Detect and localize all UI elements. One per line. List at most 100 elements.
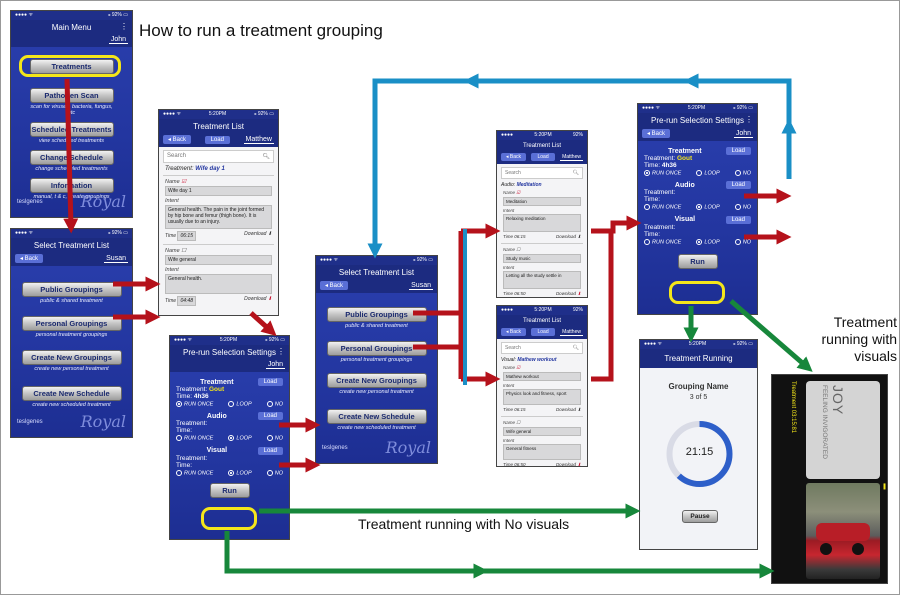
battery-icon: ⁎ 92% ▭ xyxy=(107,12,128,18)
name-field[interactable]: Meditation xyxy=(503,197,581,206)
search-input[interactable]: Search🔍︎ xyxy=(501,167,583,179)
search-icon: 🔍︎ xyxy=(572,345,579,351)
load-visual-button[interactable]: Load xyxy=(257,446,283,455)
button-subtitle: scan for viruses, bacteria, fungus, etc xyxy=(30,104,113,116)
button-subtitle: view scheduled treatments xyxy=(38,138,105,144)
load-treatment-button[interactable]: Load xyxy=(257,378,283,386)
pause-button[interactable]: Pause xyxy=(682,510,718,523)
back-button[interactable]: ◂ Back xyxy=(15,254,44,263)
public-groupings-button[interactable]: Public Groupings xyxy=(326,307,427,322)
screen-title: Treatment Running xyxy=(664,354,733,363)
name-field[interactable]: Mathew workout xyxy=(503,372,581,381)
more-icon[interactable]: ⋮ xyxy=(120,22,128,31)
user-name: Susan xyxy=(104,254,128,263)
car-image xyxy=(806,483,880,579)
public-groupings-button[interactable]: Public Groupings xyxy=(21,282,122,297)
back-button[interactable]: ◂ Back xyxy=(163,135,192,144)
load-visual-button[interactable]: Load xyxy=(725,215,751,224)
back-button[interactable]: ◂ Back xyxy=(320,281,349,290)
load-button[interactable]: Load xyxy=(531,328,555,336)
progress-arc xyxy=(666,421,733,487)
progress-ring xyxy=(666,421,733,487)
highlight-run xyxy=(201,507,257,530)
download-icon: ⬇ xyxy=(267,296,272,302)
caption-with-visuals: Treatment running with visuals xyxy=(821,314,898,364)
select-treatment-list-screen: ●●●● ᯤ⁎ 92% ▭ Select Treatment List ◂ Ba… xyxy=(10,228,133,438)
grouping-count: 3 of 5 xyxy=(689,394,708,401)
caption-no-visuals: Treatment running with No visuals xyxy=(358,516,570,532)
pathogen-scan-button[interactable]: Pathogen Scan xyxy=(29,88,114,103)
search-input[interactable]: Search🔍︎ xyxy=(501,342,583,354)
load-audio-button[interactable]: Load xyxy=(257,412,283,421)
back-button[interactable]: ◂ Back xyxy=(501,153,527,161)
run-button[interactable]: Run xyxy=(677,254,718,270)
load-audio-button[interactable]: Load xyxy=(725,181,751,190)
select-treatment-list-screen-2: ●●●● ᯤ⁎ 92% ▭ Select Treatment List ◂ Ba… xyxy=(315,255,438,464)
user-name: John xyxy=(108,36,128,44)
search-input[interactable]: Search🔍︎ xyxy=(163,150,274,163)
user-name: Susan xyxy=(409,281,433,290)
screen-title: Pre-run Selection Settings xyxy=(183,348,276,357)
selected-treatment: Wife day 1 xyxy=(195,166,225,172)
load-treatment-button[interactable]: Load xyxy=(725,147,751,155)
intent-field[interactable]: Physics look and fitness, sport xyxy=(503,389,581,405)
highlight-run-2 xyxy=(669,281,725,304)
timer: 21:15 xyxy=(685,446,714,458)
user-name: Matthew xyxy=(243,135,274,144)
pause-icon[interactable]: ❚❚ xyxy=(882,484,888,490)
create-new-groupings-button[interactable]: Create New Groupings xyxy=(21,350,122,365)
search-icon: 🔍︎ xyxy=(572,170,579,176)
personal-groupings-button[interactable]: Personal Groupings xyxy=(326,341,427,356)
checkbox-icon: ☐ xyxy=(181,248,187,254)
intent-field[interactable]: General health. xyxy=(165,274,272,294)
create-new-schedule-button[interactable]: Create New Schedule xyxy=(326,409,427,424)
create-new-groupings-button[interactable]: Create New Groupings xyxy=(326,373,427,388)
diagram-title: How to run a treatment grouping xyxy=(139,21,383,40)
name-field[interactable]: Wife general xyxy=(503,427,581,436)
name-field[interactable]: Study music xyxy=(503,254,581,263)
arrow-treatments-to-select xyxy=(63,78,79,234)
user-name: John xyxy=(265,361,285,369)
name-field[interactable]: Wife day 1 xyxy=(165,186,272,196)
back-button[interactable]: ◂ Back xyxy=(642,129,671,138)
load-button[interactable]: Load xyxy=(204,135,230,144)
personal-groupings-button[interactable]: Personal Groupings xyxy=(21,316,122,331)
back-button[interactable]: ◂ Back xyxy=(501,328,527,336)
more-icon[interactable]: ⋮ xyxy=(277,347,285,356)
intent-field[interactable]: General fitness xyxy=(503,444,581,460)
create-new-schedule-button[interactable]: Create New Schedule xyxy=(21,386,122,401)
screen-title: Treatment List xyxy=(522,318,562,324)
scheduled-treatments-button[interactable]: Scheduled Treatments xyxy=(29,122,114,137)
intent-field[interactable]: Letting all the study settle in xyxy=(503,271,581,289)
screen-title: Pre-run Selection Settings xyxy=(651,116,744,125)
run-button[interactable]: Run xyxy=(209,483,250,499)
intent-field[interactable]: General health. The pain in the joint fo… xyxy=(165,205,272,229)
screen-title: Select Treatment List xyxy=(33,241,110,250)
signal-icon: ●●●● ᯤ xyxy=(15,12,34,18)
intent-field[interactable]: Relaxing meditation xyxy=(503,214,581,232)
screen-title: Treatment List xyxy=(522,143,562,149)
more-icon[interactable]: ⋮ xyxy=(745,115,753,124)
checkbox-checked-icon: ☑ xyxy=(181,179,187,185)
name-field[interactable]: Wife general xyxy=(165,255,272,265)
arrow-visual-to-prerun xyxy=(591,233,614,382)
load-button[interactable]: Load xyxy=(531,153,555,161)
treatments-button[interactable]: Treatments xyxy=(29,59,114,74)
visual-card: JOY FEELING INVIGORATED xyxy=(806,381,880,479)
screen-title: Select Treatment List xyxy=(338,268,415,277)
